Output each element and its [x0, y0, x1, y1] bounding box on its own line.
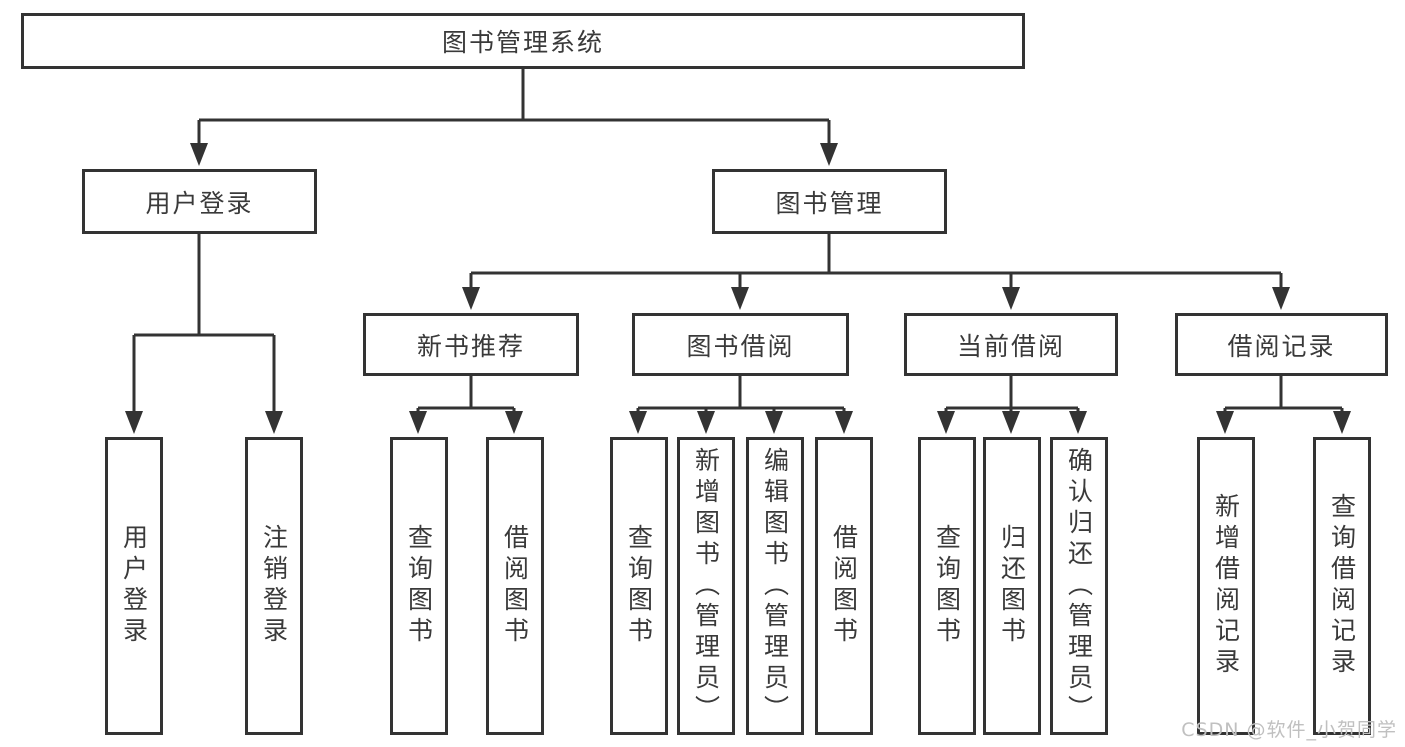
- leaf-borrow-books-label: 借阅图书: [829, 524, 859, 648]
- leaf-logout-label: 注销登录: [259, 524, 289, 648]
- leaf-logout: 注销登录: [245, 437, 303, 735]
- node-library-management-system: 图书管理系统: [21, 13, 1025, 69]
- leaf-confirm-return-admin-label: 确认归还（管理员）: [1064, 446, 1094, 726]
- leaf-borrow-books: 借阅图书: [815, 437, 873, 735]
- leaf-borrow-books-recommend: 借阅图书: [486, 437, 544, 735]
- leaf-return-books: 归还图书: [983, 437, 1041, 735]
- node-book-borrowing: 图书借阅: [632, 313, 849, 376]
- node-user-login: 用户登录: [82, 169, 317, 234]
- leaf-edit-books-admin: 编辑图书（管理员）: [746, 437, 804, 735]
- leaf-query-books-recommend: 查询图书: [390, 437, 448, 735]
- leaf-add-books-admin-label: 新增图书（管理员）: [691, 446, 721, 726]
- node-current-borrowing: 当前借阅: [904, 313, 1118, 376]
- leaf-edit-books-admin-label: 编辑图书（管理员）: [760, 446, 790, 726]
- leaf-query-books-borrowing: 查询图书: [610, 437, 668, 735]
- node-book-management: 图书管理: [712, 169, 947, 234]
- leaf-query-books-borrowing-label: 查询图书: [624, 524, 654, 648]
- leaf-query-books-current-label: 查询图书: [932, 524, 962, 648]
- leaf-query-borrow-record-label: 查询借阅记录: [1327, 493, 1357, 679]
- leaf-add-borrow-record-label: 新增借阅记录: [1211, 493, 1241, 679]
- leaf-add-borrow-record: 新增借阅记录: [1197, 437, 1255, 735]
- leaf-borrow-books-recommend-label: 借阅图书: [500, 524, 530, 648]
- leaf-add-books-admin: 新增图书（管理员）: [677, 437, 735, 735]
- leaf-user-login-label: 用户登录: [119, 524, 149, 648]
- arrowheads: [125, 143, 1351, 434]
- leaf-query-books-current: 查询图书: [918, 437, 976, 735]
- leaf-return-books-label: 归还图书: [997, 524, 1027, 648]
- leaf-user-login: 用户登录: [105, 437, 163, 735]
- leaf-query-books-recommend-label: 查询图书: [404, 524, 434, 648]
- leaf-confirm-return-admin: 确认归还（管理员）: [1050, 437, 1108, 735]
- node-borrowing-records: 借阅记录: [1175, 313, 1388, 376]
- node-new-book-recommendation: 新书推荐: [363, 313, 579, 376]
- csdn-watermark: CSDN @软件_小贺同学: [1181, 719, 1397, 741]
- leaf-query-borrow-record: 查询借阅记录: [1313, 437, 1371, 735]
